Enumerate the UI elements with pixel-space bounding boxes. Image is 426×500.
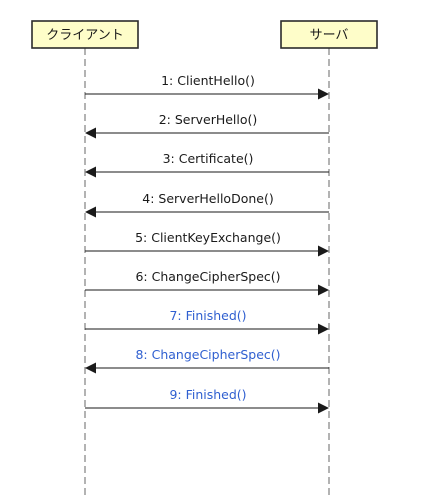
message-label: 4: ServerHelloDone(): [142, 191, 273, 206]
message-label: 1: ClientHello(): [161, 73, 255, 88]
message-arrowhead: [318, 323, 329, 335]
participant-server-box: [280, 20, 378, 49]
message-5: 5: ClientKeyExchange(): [85, 230, 329, 257]
message-4: 4: ServerHelloDone(): [85, 191, 329, 218]
message-label: 2: ServerHello(): [159, 112, 258, 127]
message-arrowhead: [85, 206, 96, 218]
message-arrowhead: [85, 362, 96, 374]
message-label: 8: ChangeCipherSpec(): [135, 347, 280, 362]
participant-client-label: クライアント: [46, 28, 123, 43]
message-7: 7: Finished(): [85, 308, 329, 335]
message-label: 6: ChangeCipherSpec(): [135, 269, 280, 284]
message-8: 8: ChangeCipherSpec(): [85, 347, 329, 374]
message-list: 1: ClientHello() 2: ServerHello() 3: Certi…: [85, 73, 329, 414]
message-arrowhead: [318, 284, 329, 296]
message-arrowhead: [318, 245, 329, 257]
message-2: 2: ServerHello(): [85, 112, 329, 139]
message-6: 6: ChangeCipherSpec(): [85, 269, 329, 296]
message-arrowhead: [318, 402, 329, 414]
message-1: 1: ClientHello(): [85, 73, 329, 100]
message-arrowhead: [85, 127, 96, 139]
participant-client-box: [31, 20, 139, 49]
message-label: 9: Finished(): [169, 387, 246, 402]
message-arrowhead: [85, 166, 96, 178]
message-9: 9: Finished(): [85, 387, 329, 414]
message-label: 7: Finished(): [169, 308, 246, 323]
message-3: 3: Certificate(): [85, 151, 329, 178]
participant-server: サーバ: [280, 20, 378, 49]
message-label: 5: ClientKeyExchange(): [135, 230, 281, 245]
participant-client: クライアント: [31, 20, 139, 49]
message-arrowhead: [318, 88, 329, 100]
participant-server-label: サーバ: [310, 28, 349, 43]
message-label: 3: Certificate(): [163, 151, 254, 166]
